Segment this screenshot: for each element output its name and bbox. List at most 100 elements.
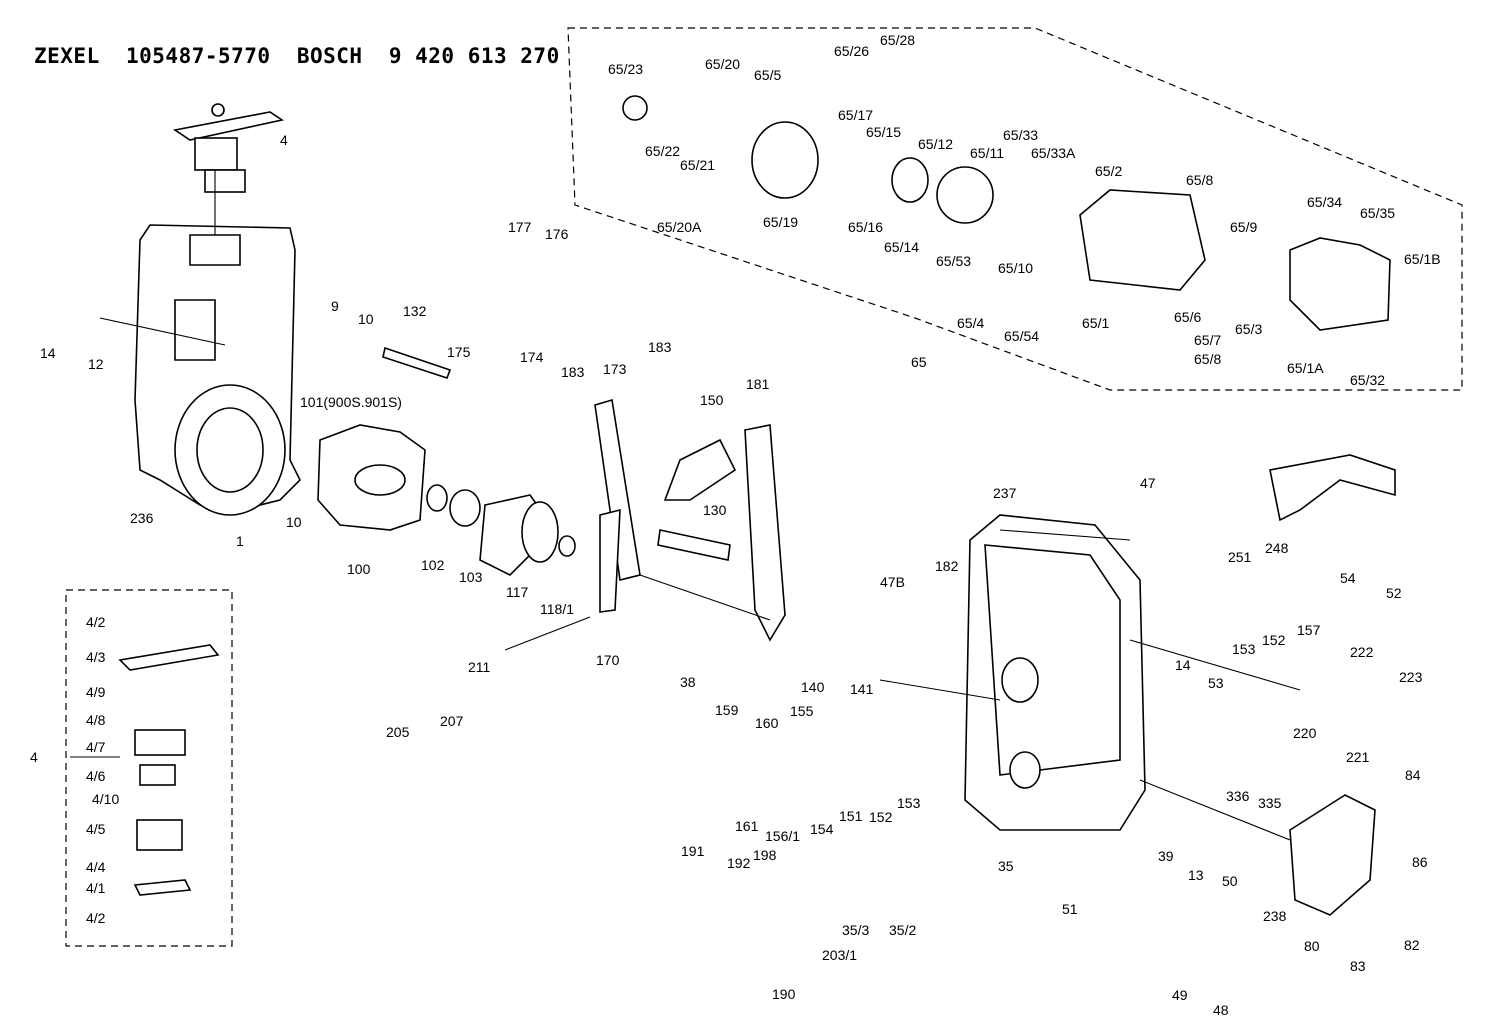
callout: 80 [1304, 938, 1320, 954]
callout: 153 [1232, 641, 1256, 657]
pump-body [964, 514, 1146, 831]
callout: 65/8 [1186, 172, 1213, 188]
callout: 13 [1188, 867, 1204, 883]
callout: 53 [1208, 675, 1224, 691]
callout: 192 [727, 855, 751, 871]
callout: 170 [596, 652, 620, 668]
group-65-parts [622, 95, 1391, 331]
callout: 65/1B [1404, 251, 1441, 267]
callout: 65/23 [608, 61, 643, 77]
callout: 65/26 [834, 43, 869, 59]
callout: 4/3 [86, 649, 106, 665]
callout: 191 [681, 843, 705, 859]
callout: 153 [897, 795, 921, 811]
governor-housing [134, 224, 301, 516]
callout: 4/2 [86, 614, 106, 630]
callout: 4 [30, 749, 38, 765]
drum-117 [426, 484, 576, 576]
callout: 156/1 [765, 828, 800, 844]
callout: 101(900S.901S) [300, 394, 402, 410]
levers [594, 398, 786, 642]
callout: 161 [735, 818, 759, 834]
callout: 183 [561, 364, 585, 380]
callout: 203/1 [822, 947, 857, 963]
callout: 4/5 [86, 821, 106, 837]
callout: 182 [935, 558, 959, 574]
callout: 159 [715, 702, 739, 718]
callout: 151 [839, 808, 863, 824]
callout: 65/14 [884, 239, 919, 255]
callout: 251 [1228, 549, 1252, 565]
callout: 4/7 [86, 739, 106, 755]
callout: 49 [1172, 987, 1188, 1003]
callout: 223 [1399, 669, 1423, 685]
callout: 9 [331, 298, 339, 314]
callout: 198 [753, 847, 777, 863]
callout: 65/1A [1287, 360, 1324, 376]
callout: 50 [1222, 873, 1238, 889]
callout: 65/16 [848, 219, 883, 235]
callout: 10 [358, 311, 374, 327]
callout: 47B [880, 574, 905, 590]
callout: 4/4 [86, 859, 106, 875]
callout: 51 [1062, 901, 1078, 917]
callout: 130 [703, 502, 727, 518]
callout: 12 [88, 356, 104, 372]
callout: 222 [1350, 644, 1374, 660]
callout: 4/9 [86, 684, 106, 700]
callout: 152 [869, 809, 893, 825]
spring-130 [657, 529, 731, 561]
callout: 335 [1258, 795, 1282, 811]
callout: 35 [998, 858, 1014, 874]
callout: 48 [1213, 1002, 1229, 1018]
callout: 132 [403, 303, 427, 319]
callout: 65/33A [1031, 145, 1076, 161]
callout: 65/20 [705, 56, 740, 72]
callout: 4 [280, 132, 288, 148]
callout: 4/2 [86, 910, 106, 926]
callout: 65/11 [970, 145, 1004, 161]
callout: 190 [772, 986, 796, 1002]
callout: 140 [801, 679, 825, 695]
callout: 4/1 [86, 880, 106, 896]
flyweight-carrier-100 [317, 424, 426, 531]
callout: 65/54 [1004, 328, 1039, 344]
diagram-title: ZEXEL 105487-5770 BOSCH 9 420 613 270 [34, 44, 560, 68]
callout: 155 [790, 703, 814, 719]
callout: 14 [1175, 657, 1191, 673]
group-4-parts [118, 644, 220, 896]
callout: 1 [236, 533, 244, 549]
callout: 102 [421, 557, 445, 573]
callout: 65/9 [1230, 219, 1257, 235]
callout: 14 [40, 345, 56, 361]
callout: 65/1 [1082, 315, 1109, 331]
callout: 47 [1140, 475, 1156, 491]
cover-assembly-4 [172, 103, 285, 193]
callout: 65/28 [880, 32, 915, 48]
cover-80 [1289, 794, 1376, 916]
callout: 65/35 [1360, 205, 1395, 221]
callout: 65/5 [754, 67, 781, 83]
callout: 4/8 [86, 712, 106, 728]
callout: 54 [1340, 570, 1356, 586]
callout: 181 [746, 376, 770, 392]
callout: 35/2 [889, 922, 916, 938]
callout: 65/15 [866, 124, 901, 140]
callout: 65/3 [1235, 321, 1262, 337]
callout: 65/2 [1095, 163, 1122, 179]
callout: 152 [1262, 632, 1286, 648]
callout: 65/33 [1003, 127, 1038, 143]
callout: 205 [386, 724, 410, 740]
callout-labels: 4 14 12 236 1 10 9 10 132 101(900S.901S)… [30, 32, 1441, 1018]
group-4-outline [65, 589, 233, 947]
callout: 173 [603, 361, 627, 377]
callout: 65/53 [936, 253, 971, 269]
callout: 100 [347, 561, 371, 577]
callout: 157 [1297, 622, 1321, 638]
callout: 65 [911, 354, 927, 370]
callout: 177 [508, 219, 532, 235]
callout: 238 [1263, 908, 1287, 924]
group-65-outline [567, 27, 1463, 391]
callout: 117 [506, 584, 529, 600]
